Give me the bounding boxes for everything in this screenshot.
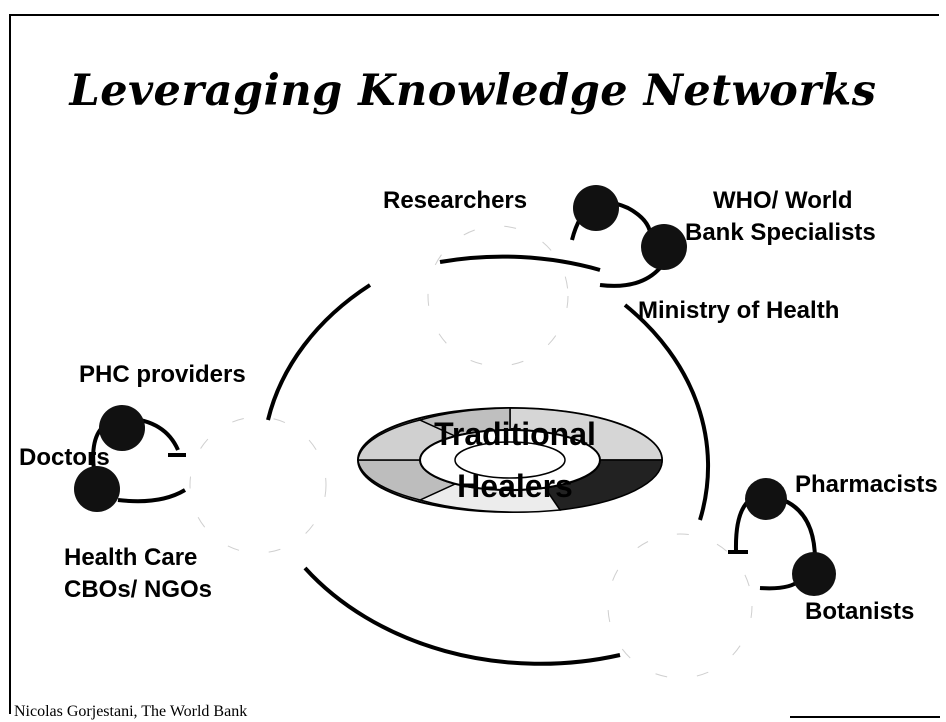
healers-disc (357, 407, 663, 513)
ring-arc-top (439, 254, 601, 272)
label-botanists: Botanists (805, 598, 915, 625)
ring-arc-right (623, 303, 711, 521)
slide-title: Leveraging Knowledge Networks (69, 66, 877, 116)
label-researchers: Researchers (383, 187, 528, 214)
label-ministry: Ministry of Health (638, 297, 840, 324)
hub-left (189, 416, 327, 554)
label-phc: PHC providers (79, 361, 246, 388)
node-doctors (74, 466, 120, 512)
node-who-specialists (641, 224, 687, 270)
hub-bottom-right (607, 533, 753, 679)
center-label-line2: Healers (457, 468, 573, 504)
label-healthcare-line2: CBOs/ NGOs (64, 576, 213, 603)
label-healthcare-line1: Health Care (64, 544, 198, 571)
ring-arc-left (266, 283, 372, 421)
node-researchers-who (573, 185, 619, 231)
node-pharmacists (745, 478, 787, 520)
node-phc-providers (99, 405, 145, 451)
label-who-line2: Bank Specialists (685, 219, 876, 246)
node-botanists (792, 552, 836, 596)
slide-frame (9, 14, 939, 714)
cluster-top-right-link-2 (599, 266, 662, 288)
center-label-line1: Traditional (434, 416, 596, 452)
hub-top (427, 225, 569, 367)
footer-rule (790, 716, 940, 718)
cluster-left-link-2 (117, 488, 187, 504)
ring-arc-bottom (303, 566, 621, 666)
label-doctors: Doctors (19, 444, 110, 471)
label-who-line1: WHO/ World (713, 187, 853, 214)
footer-credit: Nicolas Gorjestani, The World Bank (14, 703, 248, 720)
label-pharmacists: Pharmacists (795, 471, 938, 498)
